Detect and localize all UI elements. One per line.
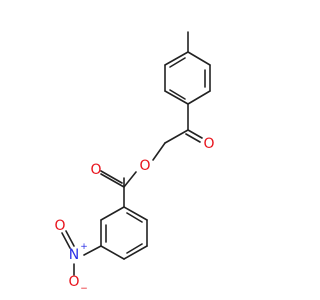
nitro-o-charge: − [80,284,88,294]
nitro-double-bond [61,230,75,249]
atom-o-nitro-bottom: O [68,274,79,290]
molecule-structure-diagram: O O O N + O O − [54,31,215,294]
atom-o-ester-carbonyl: O [90,162,101,178]
ch2-to-ester-o-bond [152,142,166,161]
atom-o-nitro-top: O [54,218,65,234]
ketone-to-ch2-bond [164,129,189,144]
ester-carbonyl-double-bond [100,170,125,188]
ring-to-nitro-bond [83,245,102,256]
ester-o-to-carbonyl-bond [123,171,137,188]
atom-n-nitro: N [69,247,79,263]
ketone-carbonyl-double-bond [185,129,203,143]
nitrophenyl-ring [100,206,148,260]
tolyl-ring [164,51,211,105]
atom-o-ester: O [139,158,150,174]
atom-o-ketone: O [203,136,214,152]
nitro-n-charge: + [80,242,88,252]
